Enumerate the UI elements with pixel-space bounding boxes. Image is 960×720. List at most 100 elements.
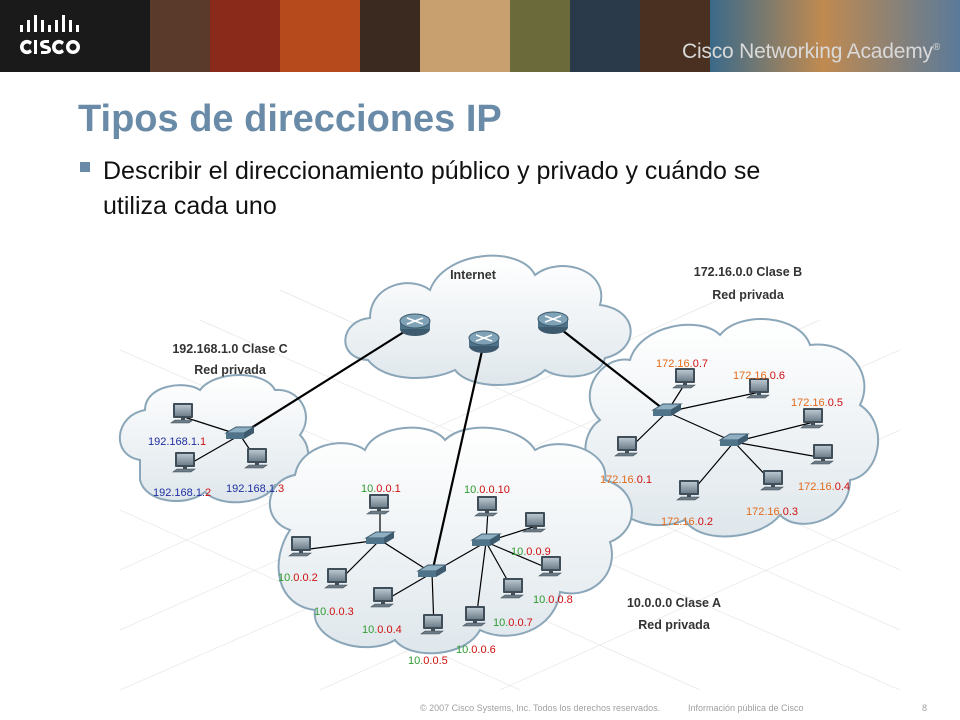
pc-icon <box>676 480 700 501</box>
ip-prefix: 10. <box>314 606 329 618</box>
ip-label: 192.168.1.3 <box>226 483 284 495</box>
photo-strip <box>360 0 420 72</box>
ip-host: 2 <box>205 487 211 499</box>
pc-icon <box>800 408 824 429</box>
ip-prefix: 172.16. <box>661 516 698 528</box>
ip-prefix: 192.168.1. <box>148 436 200 448</box>
brand-name: Cisco Networking Academy® <box>682 40 940 63</box>
pc-icon <box>746 378 770 399</box>
router-icon <box>399 313 431 336</box>
class-a-sublabel: Red privada <box>638 618 711 632</box>
footer-copyright: © 2007 Cisco Systems, Inc. Todos los der… <box>420 703 661 713</box>
ip-label: 10.0.0.7 <box>493 617 533 629</box>
ip-label: 172.16.0.6 <box>733 370 785 382</box>
photo-strip <box>280 0 360 72</box>
ip-prefix: 10. <box>533 594 548 606</box>
ip-prefix: 192.168.1. <box>153 487 205 499</box>
ip-prefix: 10. <box>456 644 471 656</box>
class-c-label: 192.168.1.0 Clase C <box>172 342 287 356</box>
switch-icon <box>364 531 396 544</box>
ip-host: 0.1 <box>637 474 652 486</box>
photo-strip <box>510 0 570 72</box>
pc-icon <box>462 606 486 627</box>
photo-strip <box>150 0 210 72</box>
ip-prefix: 172.16. <box>791 397 828 409</box>
ip-prefix: 172.16. <box>733 370 770 382</box>
ip-label: 10.0.0.3 <box>314 606 354 618</box>
ip-host: 0.0.4 <box>377 624 401 636</box>
ip-host: 0.4 <box>835 481 850 493</box>
cloud-class-b <box>584 318 879 538</box>
internet-label: Internet <box>450 268 497 282</box>
cloud-internet <box>344 254 632 386</box>
switch-icon <box>651 403 683 416</box>
ip-label: 10.0.0.5 <box>408 655 448 667</box>
pc-icon <box>244 448 268 469</box>
ip-label: 10.0.0.4 <box>362 624 402 636</box>
ip-prefix: 10. <box>493 617 508 629</box>
ip-host: 0.0.3 <box>329 606 353 618</box>
pc-icon <box>614 436 638 457</box>
photo-strip <box>570 0 640 72</box>
pc-icon <box>810 444 834 465</box>
class-c-sublabel: Red privada <box>194 363 267 377</box>
photo-strip <box>640 0 710 72</box>
pc-icon <box>538 556 562 577</box>
ip-host: 0.2 <box>698 516 713 528</box>
class-b-sublabel: Red privada <box>712 288 785 302</box>
ip-prefix: 10. <box>464 484 479 496</box>
cloud-class-a <box>268 426 633 655</box>
ip-host: 0.7 <box>693 358 708 370</box>
ip-prefix: 172.16. <box>656 358 693 370</box>
bullet-text: Describir el direccionamiento público y … <box>103 157 761 220</box>
switch-icon <box>718 433 750 446</box>
ip-host: 0.0.2 <box>293 572 317 584</box>
ip-label: 10.0.0.9 <box>511 546 551 558</box>
ip-host: 0.0.1 <box>376 483 400 495</box>
footer-page-number: 8 <box>922 703 928 713</box>
router-icon <box>468 330 500 353</box>
pc-icon <box>474 496 498 517</box>
ip-host: 1 <box>200 436 206 448</box>
photo-strip <box>210 0 280 72</box>
ip-label: 172.16.0.1 <box>600 474 652 486</box>
photo-strip <box>710 0 960 72</box>
pc-icon <box>170 403 194 424</box>
ip-prefix: 172.16. <box>746 506 783 518</box>
network-diagram: Internet 192.168.1.0 Clase C Red privada… <box>118 254 901 690</box>
pc-icon <box>420 614 444 635</box>
ip-host: 0.0.10 <box>479 484 510 496</box>
ip-prefix: 10. <box>362 624 377 636</box>
ip-label: 192.168.1.2 <box>153 487 211 499</box>
ip-host: 0.0.8 <box>548 594 572 606</box>
ip-label: 172.16.0.5 <box>791 397 843 409</box>
ip-host: 0.5 <box>828 397 843 409</box>
pc-icon <box>172 452 196 473</box>
class-b-label: 172.16.0.0 Clase B <box>694 265 802 279</box>
ip-label: 172.16.0.2 <box>661 516 713 528</box>
switch-icon <box>224 426 256 439</box>
ip-prefix: 172.16. <box>798 481 835 493</box>
ip-prefix: 192.168.1. <box>226 483 278 495</box>
ip-label: 10.0.0.8 <box>533 594 573 606</box>
pc-icon <box>672 368 696 389</box>
ip-host: 0.0.5 <box>423 655 447 667</box>
ip-host: 0.0.6 <box>471 644 495 656</box>
pc-layer <box>170 368 834 635</box>
ip-host: 3 <box>278 483 284 495</box>
ip-label: 172.16.0.4 <box>798 481 850 493</box>
ip-label: 10.0.0.6 <box>456 644 496 656</box>
slide-title: Tipos de direcciones IP <box>78 98 502 140</box>
ip-host: 0.0.7 <box>508 617 532 629</box>
ip-prefix: 10. <box>408 655 423 667</box>
ip-prefix: 172.16. <box>600 474 637 486</box>
photo-strip <box>420 0 510 72</box>
ip-host: 0.3 <box>783 506 798 518</box>
ip-host: 0.6 <box>770 370 785 382</box>
ip-label: 10.0.0.10 <box>464 484 510 496</box>
cloud-class-c <box>118 374 310 504</box>
ip-prefix: 10. <box>361 483 376 495</box>
cisco-logo <box>19 15 80 55</box>
bullet-marker <box>80 162 90 172</box>
switch-icon <box>416 564 448 577</box>
